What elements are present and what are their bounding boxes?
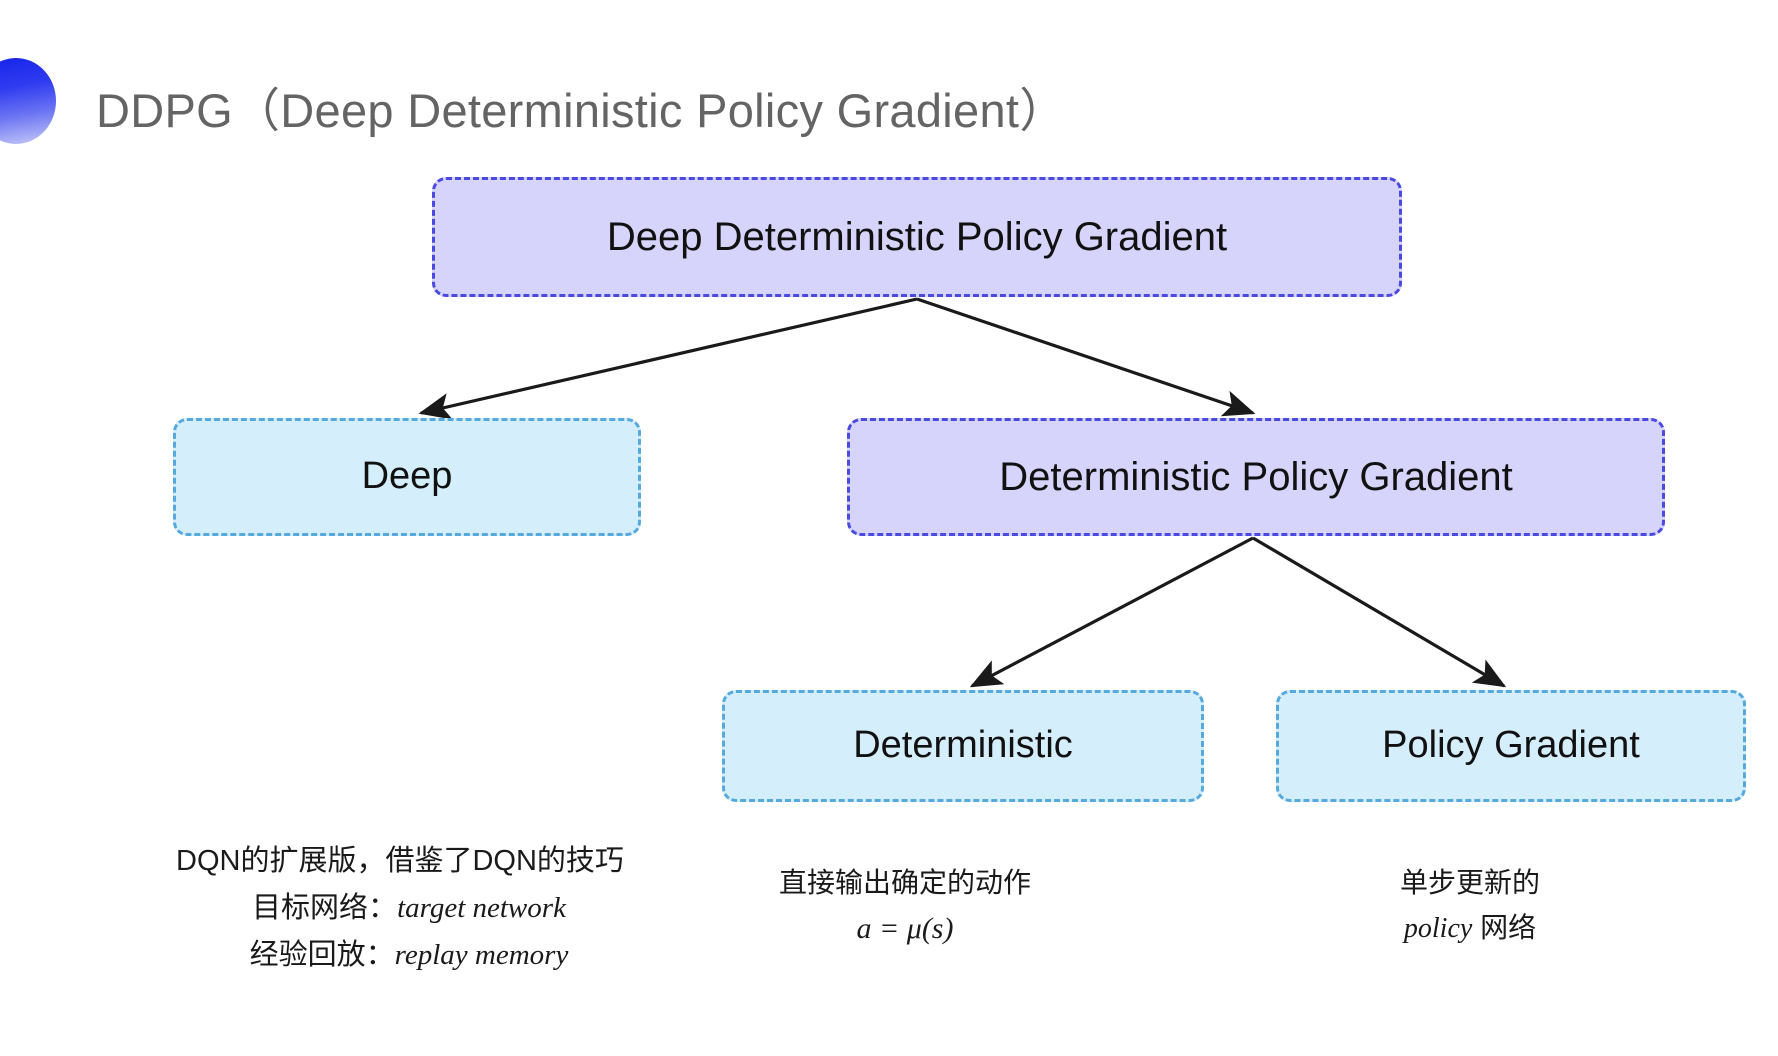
annotation-deep-line3: 经验回放：replay memory — [120, 932, 680, 979]
annotation-deterministic-formula: a = μ(s) — [856, 912, 954, 946]
annotation-deterministic-line1: 直接输出确定的动作 — [778, 867, 1031, 898]
node-deterministic[interactable]: Deterministic — [722, 690, 1204, 802]
annotation-deep-line1: DQN的扩展版，借鉴了DQN的技巧 — [176, 845, 624, 877]
annotation-policy-gradient: 单步更新的 policy 网络 — [1320, 860, 1620, 952]
node-policy-gradient[interactable]: Policy Gradient — [1276, 690, 1746, 802]
decorative-blob-icon — [0, 58, 56, 144]
annotation-policy-gradient-line1: 单步更新的 — [1399, 867, 1540, 898]
node-deep[interactable]: Deep — [173, 418, 641, 536]
edge-dpg-to-deterministic — [969, 536, 1254, 688]
annotation-deep: DQN的扩展版，借鉴了DQN的技巧 目标网络：target network 经验… — [120, 838, 680, 979]
edge-root-to-deep — [418, 297, 918, 420]
annotation-deep-line2: 目标网络：target network — [120, 885, 680, 932]
annotation-policy-gradient-line2: policy 网络 — [1320, 905, 1620, 951]
annotation-deep-line2-label: 目标网络： — [252, 891, 398, 924]
node-deterministic-policy-gradient[interactable]: Deterministic Policy Gradient — [847, 418, 1665, 536]
annotation-deep-line3-term: replay memory — [394, 938, 569, 971]
annotation-deep-line2-term: target network — [397, 891, 566, 924]
page-title: DDPG（Deep Deterministic Policy Gradient） — [96, 84, 1067, 137]
annotation-deterministic: 直接输出确定的动作 a = μ(s) — [735, 860, 1075, 954]
edge-dpg-to-policy-gradient — [1252, 536, 1507, 688]
edge-root-to-dpg — [916, 297, 1256, 417]
annotation-deep-line3-label: 经验回放： — [249, 938, 395, 971]
annotation-policy-gradient-term: policy — [1403, 913, 1473, 945]
annotation-policy-gradient-suffix: 网络 — [1472, 912, 1537, 944]
node-deep-deterministic-policy-gradient[interactable]: Deep Deterministic Policy Gradient — [432, 177, 1402, 297]
